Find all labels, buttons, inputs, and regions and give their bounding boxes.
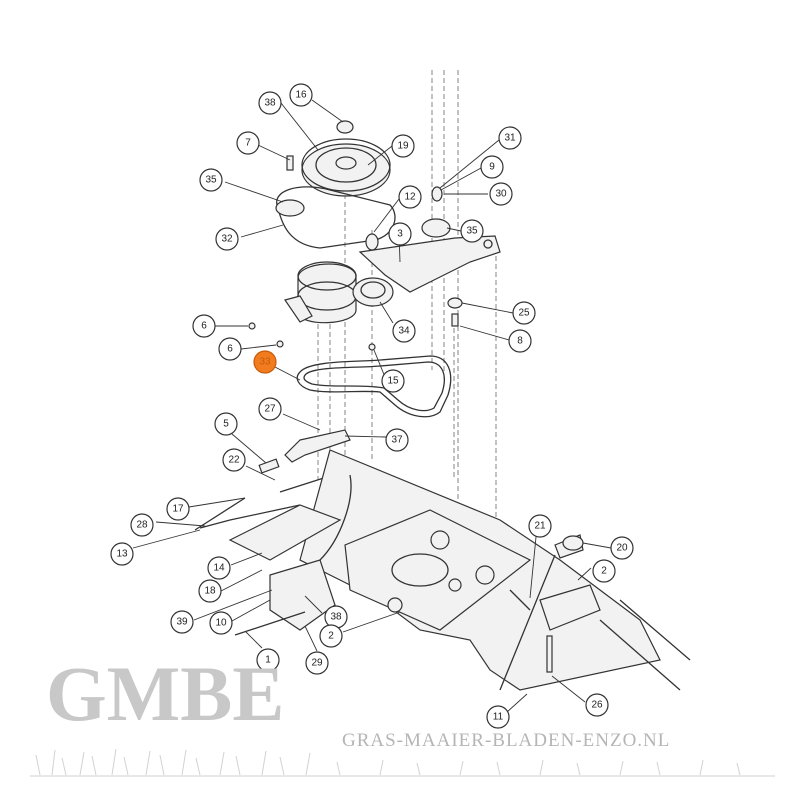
callout-38: 38 bbox=[258, 91, 282, 115]
svg-text:15: 15 bbox=[387, 376, 399, 387]
callout-16: 16 bbox=[289, 83, 313, 107]
callout-12: 12 bbox=[398, 185, 422, 209]
callout-3: 3 bbox=[388, 222, 412, 246]
callout-9: 9 bbox=[480, 155, 504, 179]
svg-text:9: 9 bbox=[489, 162, 495, 173]
svg-text:20: 20 bbox=[616, 543, 628, 554]
svg-text:31: 31 bbox=[504, 133, 516, 144]
idler-bracket bbox=[358, 235, 501, 327]
callout-17: 17 bbox=[166, 497, 190, 521]
watermark-logo: GMBE bbox=[46, 650, 284, 737]
callout-19: 19 bbox=[391, 134, 415, 158]
svg-text:25: 25 bbox=[518, 308, 530, 319]
svg-text:37: 37 bbox=[391, 435, 403, 446]
callout-20: 20 bbox=[610, 536, 634, 560]
callout-15: 15 bbox=[381, 369, 405, 393]
grass-decoration bbox=[30, 748, 775, 777]
svg-text:5: 5 bbox=[223, 419, 229, 430]
svg-text:14: 14 bbox=[213, 563, 225, 574]
frame-and-transaxle bbox=[228, 449, 691, 691]
svg-text:35: 35 bbox=[205, 175, 217, 186]
svg-text:10: 10 bbox=[215, 618, 227, 629]
drive-belt bbox=[296, 355, 452, 418]
svg-text:6: 6 bbox=[227, 344, 233, 355]
callout-1: 1 bbox=[256, 648, 280, 672]
callout-39: 39 bbox=[170, 610, 194, 634]
callout-35-lower: 35 bbox=[460, 219, 484, 243]
leader-lines bbox=[132, 99, 612, 713]
svg-text:2: 2 bbox=[601, 566, 607, 577]
callout-14: 14 bbox=[207, 556, 231, 580]
callout-2-left: 2 bbox=[319, 624, 343, 648]
callout-29: 29 bbox=[305, 651, 329, 675]
svg-text:19: 19 bbox=[397, 141, 409, 152]
watermark-site: GRAS-MAAIER-BLADEN-ENZO.NL bbox=[342, 730, 670, 751]
svg-text:17: 17 bbox=[172, 504, 184, 515]
callout-7: 7 bbox=[236, 131, 260, 155]
svg-text:34: 34 bbox=[398, 326, 410, 337]
callout-30: 30 bbox=[489, 182, 513, 206]
callout-13: 13 bbox=[110, 542, 134, 566]
callout-35-upper: 35 bbox=[199, 168, 223, 192]
callout-25: 25 bbox=[512, 301, 536, 325]
callout-31: 31 bbox=[498, 126, 522, 150]
svg-text:28: 28 bbox=[136, 520, 148, 531]
svg-text:1: 1 bbox=[265, 655, 271, 666]
svg-text:38: 38 bbox=[330, 612, 342, 623]
callout-32: 32 bbox=[215, 227, 239, 251]
callout-8: 8 bbox=[508, 329, 532, 353]
clutch-assembly bbox=[248, 261, 394, 351]
svg-text:32: 32 bbox=[221, 234, 233, 245]
watermark: GMBE GRAS-MAAIER-BLADEN-ENZO.NL bbox=[30, 650, 775, 777]
svg-text:38: 38 bbox=[264, 98, 276, 109]
callout-37: 37 bbox=[385, 428, 409, 452]
svg-text:22: 22 bbox=[228, 455, 240, 466]
brake-linkage bbox=[194, 429, 351, 531]
callout-22: 22 bbox=[222, 448, 246, 472]
callout-2-right: 2 bbox=[592, 559, 616, 583]
svg-text:33: 33 bbox=[259, 357, 271, 368]
svg-text:6: 6 bbox=[201, 321, 207, 332]
callout-18: 18 bbox=[198, 579, 222, 603]
callout-26: 26 bbox=[585, 693, 609, 717]
svg-text:12: 12 bbox=[404, 192, 416, 203]
callout-34: 34 bbox=[392, 319, 416, 343]
callout-5: 5 bbox=[214, 412, 238, 436]
callout-6-upper: 6 bbox=[192, 314, 216, 338]
callout-33-highlighted: 33 bbox=[253, 350, 277, 374]
upper-pulley-assembly bbox=[275, 120, 451, 251]
callout-6-lower: 6 bbox=[218, 337, 242, 361]
svg-text:7: 7 bbox=[245, 138, 251, 149]
svg-text:16: 16 bbox=[295, 90, 307, 101]
callout-28: 28 bbox=[130, 513, 154, 537]
svg-text:26: 26 bbox=[591, 700, 603, 711]
svg-text:27: 27 bbox=[264, 404, 276, 415]
svg-text:3: 3 bbox=[397, 229, 403, 240]
svg-text:21: 21 bbox=[534, 521, 546, 532]
svg-text:8: 8 bbox=[517, 336, 523, 347]
callout-38-lower: 38 bbox=[324, 605, 348, 629]
svg-text:18: 18 bbox=[204, 586, 216, 597]
svg-text:13: 13 bbox=[116, 549, 128, 560]
svg-text:2: 2 bbox=[328, 631, 334, 642]
svg-text:35: 35 bbox=[466, 226, 478, 237]
svg-text:29: 29 bbox=[311, 658, 323, 669]
svg-text:30: 30 bbox=[495, 189, 507, 200]
callout-21: 21 bbox=[528, 514, 552, 538]
callout-11: 11 bbox=[486, 705, 510, 729]
callout-10: 10 bbox=[209, 611, 233, 635]
callout-27: 27 bbox=[258, 397, 282, 421]
svg-text:39: 39 bbox=[176, 617, 188, 628]
svg-text:11: 11 bbox=[493, 712, 504, 723]
